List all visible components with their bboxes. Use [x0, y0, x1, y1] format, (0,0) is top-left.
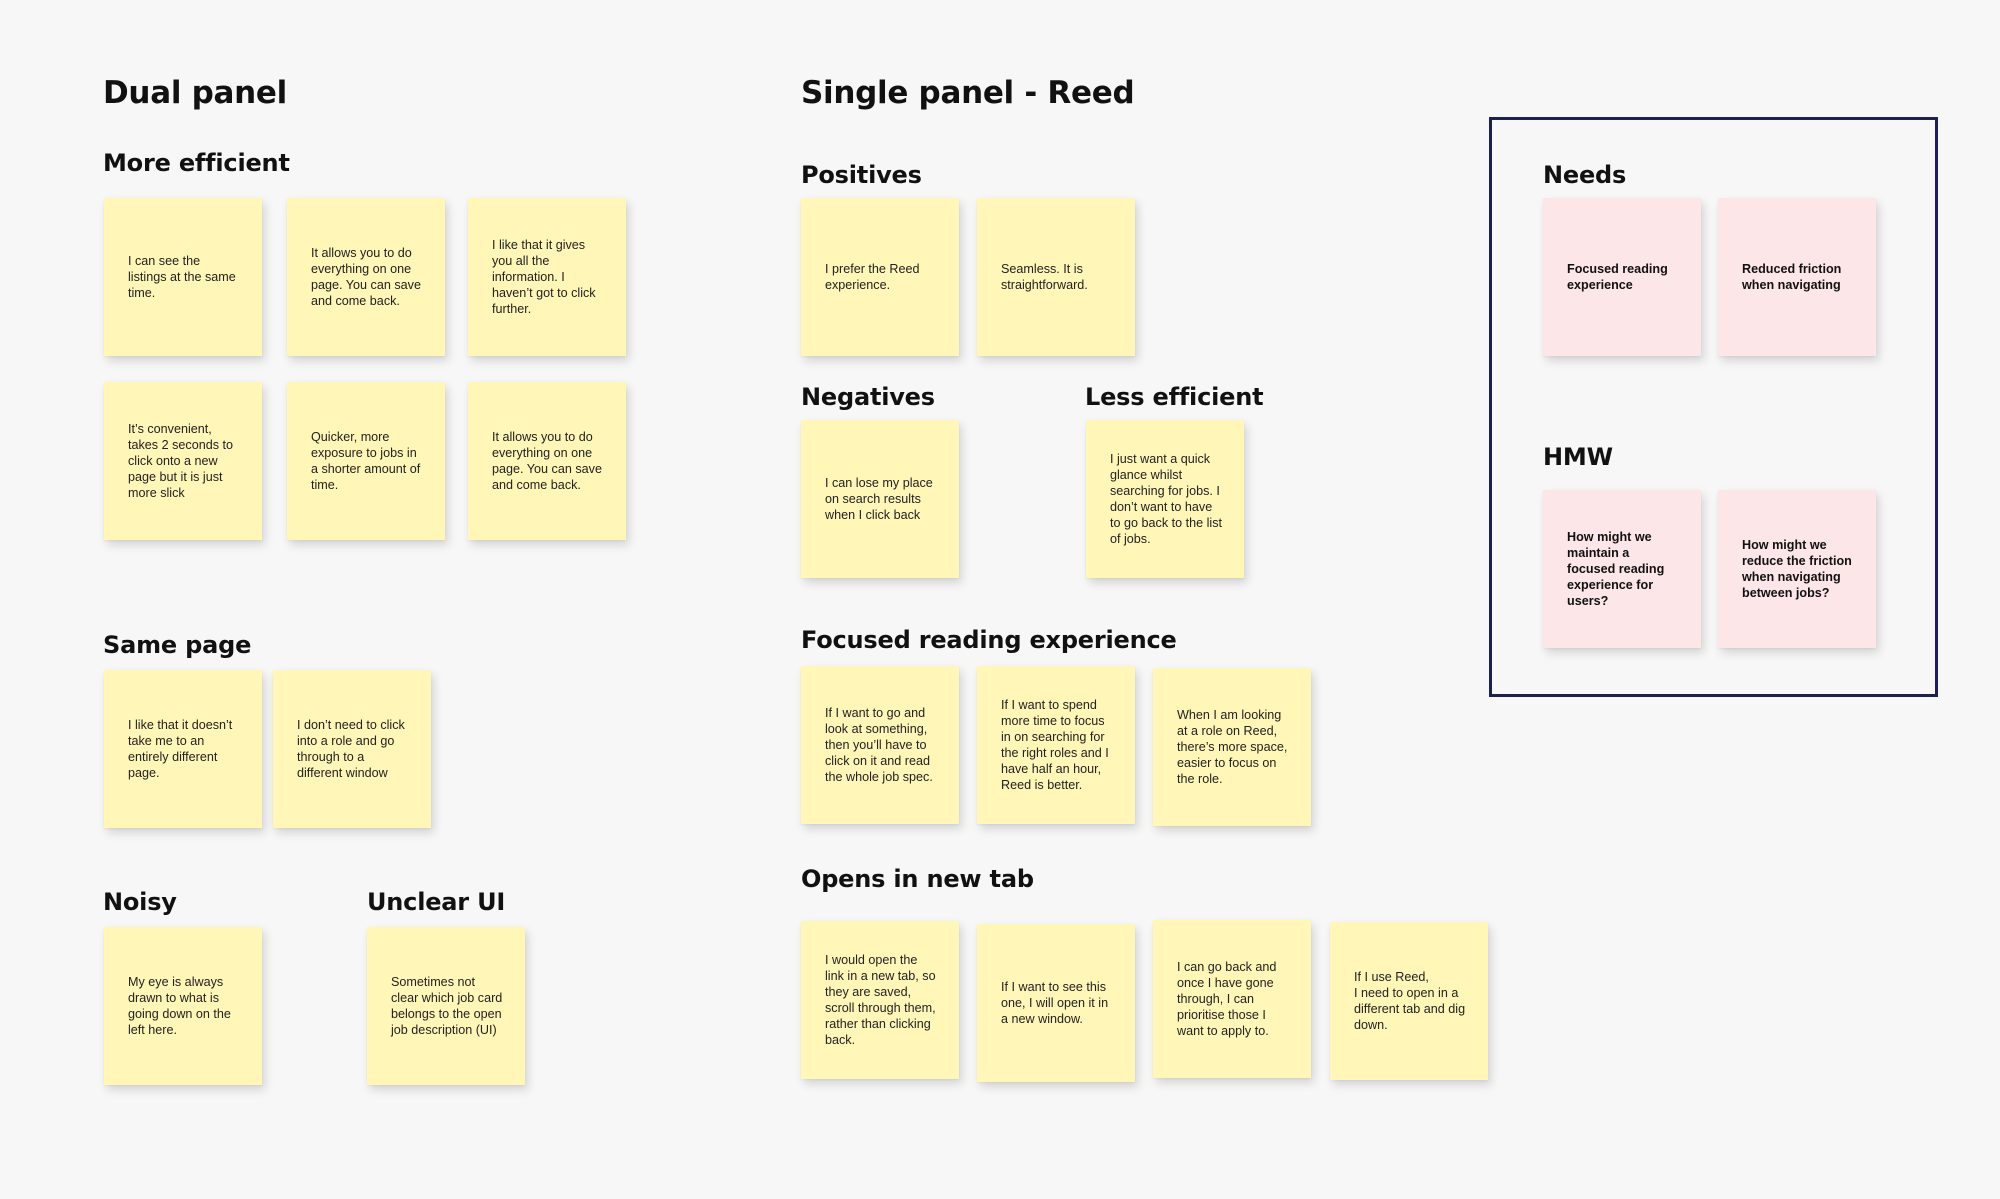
sticky-note-text: I don’t need to click into a role and go… — [297, 718, 405, 780]
sticky-note-text: Focused reading experience — [1567, 262, 1668, 292]
sticky-note[interactable]: It allows you to do everything on one pa… — [287, 198, 445, 356]
sticky-note-text: I like that it doesn’t take me to an ent… — [128, 718, 233, 780]
sticky-note-text: I would open the link in a new tab, so t… — [825, 953, 936, 1047]
sticky-note[interactable]: Sometimes not clear which job card belon… — [367, 927, 525, 1085]
needs-heading: Needs — [1543, 161, 1627, 189]
sticky-note-hmw[interactable]: How might we reduce the friction when na… — [1718, 490, 1876, 648]
sticky-note-text: When I am looking at a role on Reed, the… — [1177, 708, 1288, 786]
less-efficient-heading: Less efficient — [1085, 383, 1264, 411]
sticky-note-text: How might we reduce the friction when na… — [1742, 538, 1852, 600]
sticky-note-need[interactable]: Focused reading experience — [1543, 198, 1701, 356]
sticky-note[interactable]: I prefer the Reed experience. — [801, 198, 959, 356]
sticky-note-text: It’s convenient, takes 2 seconds to clic… — [128, 422, 234, 500]
focused-reading-heading: Focused reading experience — [801, 626, 1177, 654]
sticky-note-text: Quicker, more exposure to jobs in a shor… — [311, 430, 421, 492]
needs-hmw-frame[interactable] — [1489, 117, 1938, 697]
sticky-note-text: It allows you to do everything on one pa… — [492, 430, 602, 492]
sticky-note-text: I just want a quick glance whilst search… — [1110, 452, 1223, 546]
sticky-note[interactable]: Quicker, more exposure to jobs in a shor… — [287, 382, 445, 540]
sticky-note-text: It allows you to do everything on one pa… — [311, 246, 421, 308]
positives-heading: Positives — [801, 161, 922, 189]
sticky-note-hmw[interactable]: How might we maintain a focused reading … — [1543, 490, 1701, 648]
sticky-note-text: How might we maintain a focused reading … — [1567, 530, 1665, 608]
sticky-note[interactable]: I can lose my place on search results wh… — [801, 420, 959, 578]
sticky-note[interactable]: It allows you to do everything on one pa… — [468, 382, 626, 540]
hmw-heading: HMW — [1543, 443, 1613, 471]
sticky-note[interactable]: If I use Reed, I need to open in a diffe… — [1330, 922, 1488, 1080]
sticky-note[interactable]: I can see the listings at the same time. — [104, 198, 262, 356]
sticky-note[interactable]: It’s convenient, takes 2 seconds to clic… — [104, 382, 262, 540]
sticky-note[interactable]: I like that it doesn’t take me to an ent… — [104, 670, 262, 828]
sticky-note-text: I can lose my place on search results wh… — [825, 476, 933, 522]
sticky-note-text: Reduced friction when navigating — [1742, 262, 1842, 292]
sticky-note[interactable]: I like that it gives you all the informa… — [468, 198, 626, 356]
negatives-heading: Negatives — [801, 383, 935, 411]
dual-panel-heading: Dual panel — [103, 75, 287, 111]
sticky-note-text: Seamless. It is straightforward. — [1001, 262, 1088, 292]
sticky-note-text: If I want to spend more time to focus in… — [1001, 698, 1109, 792]
sticky-note[interactable]: Seamless. It is straightforward. — [977, 198, 1135, 356]
sticky-note-text: If I want to go and look at something, t… — [825, 706, 933, 784]
sticky-note[interactable]: I can go back and once I have gone throu… — [1153, 920, 1311, 1078]
sticky-note[interactable]: When I am looking at a role on Reed, the… — [1153, 668, 1311, 826]
sticky-note-text: I prefer the Reed experience. — [825, 262, 920, 292]
sticky-note-text: My eye is always drawn to what is going … — [128, 975, 231, 1037]
sticky-note-text: I can see the listings at the same time. — [128, 254, 236, 300]
sticky-note[interactable]: If I want to spend more time to focus in… — [977, 666, 1135, 824]
sticky-note[interactable]: I just want a quick glance whilst search… — [1086, 420, 1244, 578]
sticky-note-text: If I use Reed, I need to open in a diffe… — [1354, 970, 1466, 1032]
sticky-note-need[interactable]: Reduced friction when navigating — [1718, 198, 1876, 356]
sticky-note-text: If I want to see this one, I will open i… — [1001, 980, 1109, 1026]
sticky-note-text: I like that it gives you all the informa… — [492, 238, 596, 316]
same-page-heading: Same page — [103, 631, 252, 659]
noisy-heading: Noisy — [103, 888, 177, 916]
sticky-note[interactable]: I don’t need to click into a role and go… — [273, 670, 431, 828]
sticky-note-text: Sometimes not clear which job card belon… — [391, 975, 503, 1037]
sticky-note-text: I can go back and once I have gone throu… — [1177, 960, 1277, 1038]
more-efficient-heading: More efficient — [103, 149, 290, 177]
unclear-ui-heading: Unclear UI — [367, 888, 506, 916]
sticky-note[interactable]: If I want to see this one, I will open i… — [977, 924, 1135, 1082]
sticky-note[interactable]: My eye is always drawn to what is going … — [104, 927, 262, 1085]
sticky-note[interactable]: If I want to go and look at something, t… — [801, 666, 959, 824]
opens-new-tab-heading: Opens in new tab — [801, 865, 1034, 893]
sticky-note[interactable]: I would open the link in a new tab, so t… — [801, 921, 959, 1079]
single-panel-heading: Single panel - Reed — [801, 75, 1135, 111]
